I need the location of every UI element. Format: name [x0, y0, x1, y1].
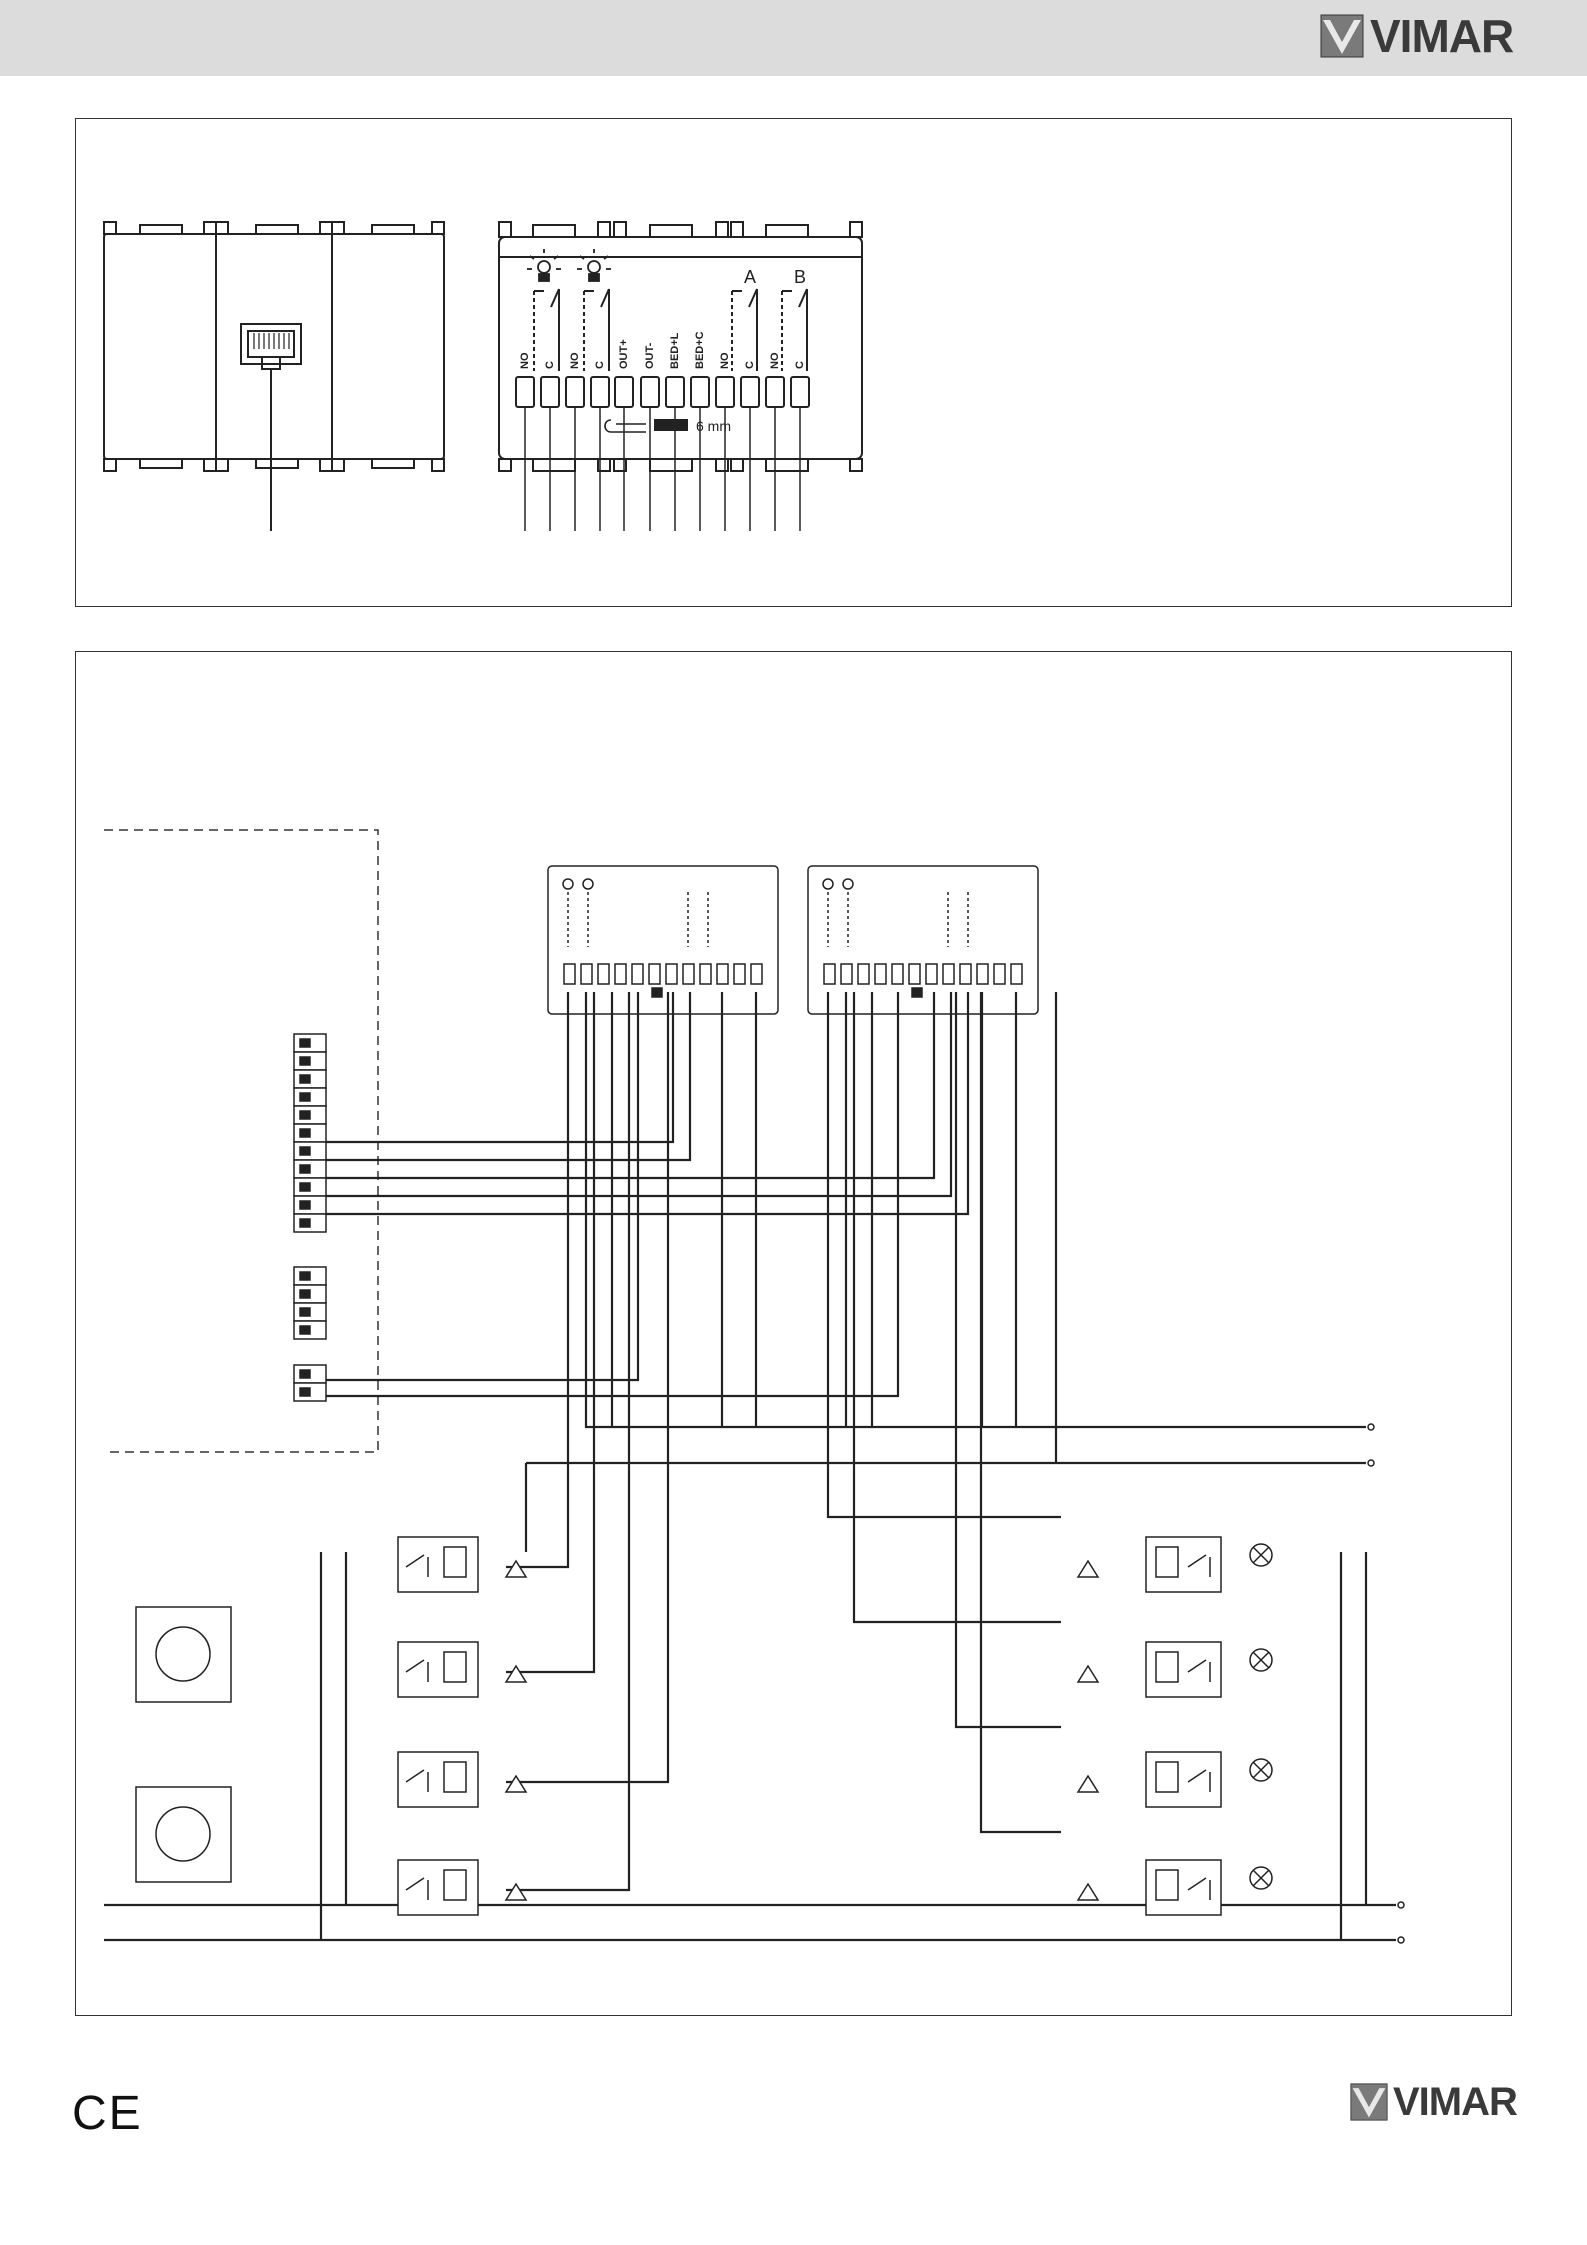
relay-left	[398, 1642, 526, 1697]
lamp-icon	[1250, 1867, 1272, 1889]
relay-left	[398, 1537, 526, 1592]
terminal-label: NO	[569, 352, 581, 369]
wiring-diagram	[76, 652, 1513, 2017]
strip-screw	[300, 1147, 310, 1155]
vimar-logo-icon	[1350, 2083, 1388, 2121]
terminal-block	[591, 377, 609, 407]
strip-screw	[300, 1093, 310, 1101]
terminal-label: C	[594, 361, 606, 369]
strip-screw	[300, 1057, 310, 1065]
wire	[828, 992, 1061, 1517]
strip-screw	[300, 1272, 310, 1280]
pump-icon	[136, 1787, 231, 1882]
terminal-block	[641, 377, 659, 407]
wire	[326, 992, 690, 1160]
strip-screw	[300, 1039, 310, 1047]
terminal-label: BED+C	[694, 331, 706, 369]
relay-left	[398, 1860, 526, 1915]
relay-right	[1078, 1642, 1221, 1697]
brand-name: VIMAR	[1393, 2083, 1517, 2121]
wire	[326, 992, 638, 1380]
lamp-icon	[1250, 1649, 1272, 1671]
relay-right	[1078, 1752, 1221, 1807]
terminal-label: NO	[719, 352, 731, 369]
terminal-label: C	[544, 361, 556, 369]
wire	[854, 992, 1061, 1622]
wire	[506, 992, 568, 1567]
terminal-block	[766, 377, 784, 407]
terminal-label: OUT-	[644, 342, 656, 369]
relay-a-label: A	[744, 267, 756, 287]
strip-screw	[300, 1326, 310, 1334]
module-small	[808, 866, 1038, 1014]
terminal-block	[541, 377, 559, 407]
strip-screw	[300, 1219, 310, 1227]
terminal-block	[691, 377, 709, 407]
terminal-label: C	[794, 361, 806, 369]
terminal-label: OUT+	[618, 339, 630, 369]
strip-screw	[300, 1201, 310, 1209]
strip-screw	[300, 1165, 310, 1173]
terminal-label: NO	[769, 352, 781, 369]
strip-screw	[300, 1290, 310, 1298]
wiring-diagram-panel	[75, 651, 1512, 2016]
vimar-logo-header: VIMAR	[1320, 14, 1513, 58]
strip-screw	[300, 1308, 310, 1316]
terminal-label: NO	[519, 352, 531, 369]
wire	[586, 992, 1366, 1427]
strip-screw	[300, 1388, 310, 1396]
brand-name: VIMAR	[1370, 14, 1513, 58]
terminal-block	[615, 377, 633, 407]
terminal-block	[716, 377, 734, 407]
wire	[981, 992, 1061, 1832]
terminal-block	[741, 377, 759, 407]
relay-right	[1078, 1537, 1221, 1592]
strip-screw	[300, 1111, 310, 1119]
terminal-block	[666, 377, 684, 407]
terminal-block	[516, 377, 534, 407]
pump-icon	[136, 1607, 231, 1702]
ce-mark: CE	[72, 2086, 143, 2141]
terminal-label: BED+L	[669, 332, 681, 369]
lamp-icon	[1250, 1544, 1272, 1566]
wire	[956, 992, 1061, 1727]
strip-screw	[300, 1183, 310, 1191]
vimar-logo-footer: VIMAR	[1350, 2083, 1517, 2121]
terminal-block	[566, 377, 584, 407]
terminal-label: C	[744, 361, 756, 369]
strip-screw	[300, 1129, 310, 1137]
strip-screw	[300, 1075, 310, 1083]
module-small	[548, 866, 778, 1014]
strip-screw	[300, 1370, 310, 1378]
terminal-block	[791, 377, 809, 407]
relay-b-label: B	[794, 267, 806, 287]
vimar-logo-icon	[1320, 14, 1364, 58]
relay-right	[1078, 1860, 1221, 1915]
lamp-icon	[1250, 1759, 1272, 1781]
relay-left	[398, 1752, 526, 1807]
